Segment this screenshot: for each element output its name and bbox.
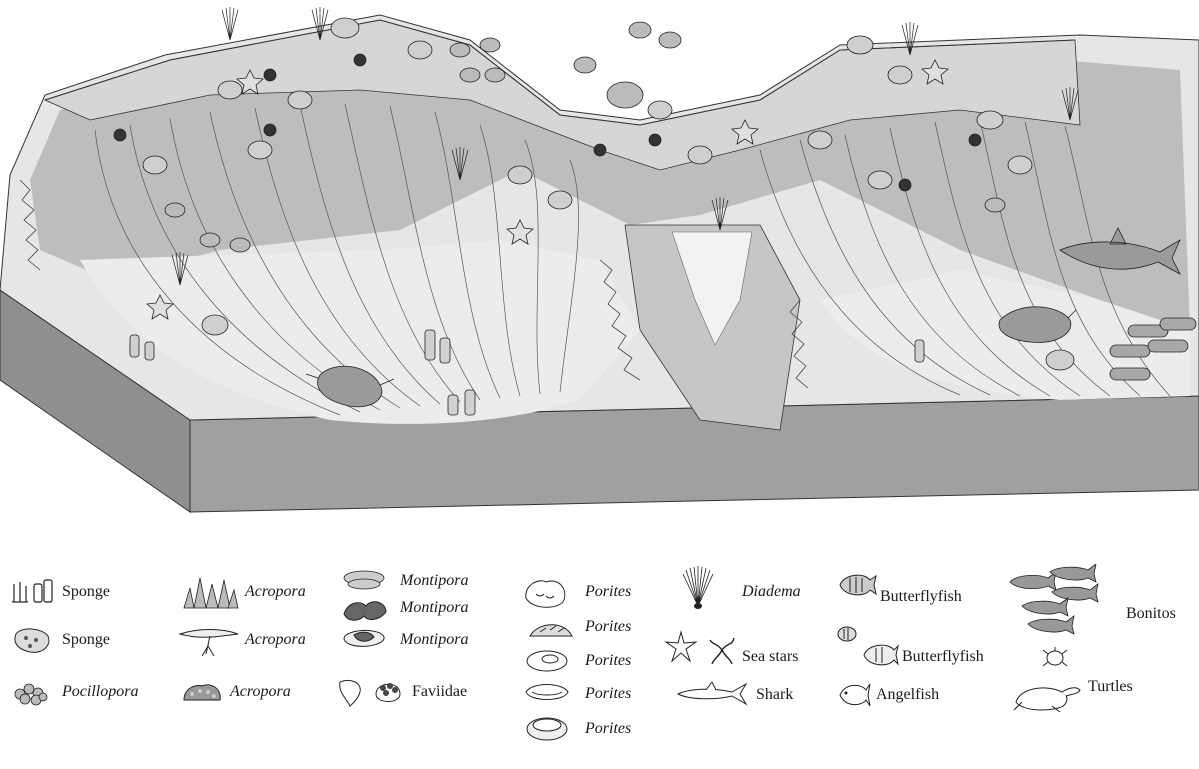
diadema-icon [680, 566, 716, 610]
porites-plate-icon [524, 648, 570, 674]
porites-massive-icon [522, 576, 568, 612]
butterflyfish-icon-2b [860, 640, 900, 670]
legend-sea-stars: Sea stars [742, 648, 798, 666]
sponge-tube-icon [10, 578, 58, 606]
montipora-encrusting-icon [340, 625, 388, 653]
angelfish-icon [836, 680, 872, 710]
acropora-corymbose-icon [180, 680, 224, 706]
legend-bonitos: Bonitos [1126, 605, 1176, 623]
porites-microatoll-icon [524, 711, 570, 743]
legend-porites-2: Porites [585, 618, 631, 636]
legend-sponge-2: Sponge [62, 631, 110, 649]
legend-sponge-1: Sponge [62, 583, 110, 601]
montipora-plate-icon [340, 568, 388, 592]
pocillopora-icon [12, 680, 50, 706]
acropora-branching-icon [180, 572, 242, 612]
butterflyfish-icon-2a [836, 624, 860, 644]
legend-diadema: Diadema [742, 583, 801, 601]
acropora-tabular-icon [178, 624, 240, 658]
sponge-encrusting-icon [12, 626, 52, 656]
legend-porites-1: Porites [585, 583, 631, 601]
porites-branching-icon [528, 618, 574, 640]
legend-turtles: Turtles [1088, 678, 1133, 696]
turtle-large-icon [1012, 680, 1084, 714]
porites-columnar-icon [524, 680, 570, 706]
legend-pocillopora: Pocillopora [62, 683, 138, 701]
legend-faviidae: Faviidae [412, 683, 467, 701]
legend-acropora-1: Acropora [245, 583, 306, 601]
legend-shark: Shark [756, 686, 793, 704]
legend-porites-5: Porites [585, 720, 631, 738]
reef-block-illustration [0, 0, 1199, 520]
turtle-small-icon [1040, 644, 1070, 670]
montipora-foliose-icon [340, 596, 390, 624]
brittle-star-icon [706, 636, 738, 666]
bonitos-icon [1008, 564, 1108, 636]
legend-butterflyfish-2: Butterflyfish [902, 648, 984, 666]
butterflyfish-icon-1 [836, 570, 878, 600]
species-legend: Sponge Sponge Pocillopora Acropora Acrop… [0, 520, 1199, 769]
legend-porites-3: Porites [585, 652, 631, 670]
shark-icon [676, 682, 750, 706]
faviidae-massive-icon [372, 676, 404, 706]
legend-butterflyfish-1: Butterflyfish [880, 588, 962, 606]
legend-montipora-2: Montipora [400, 599, 468, 617]
legend-acropora-3: Acropora [230, 683, 291, 701]
faviidae-leaf-icon [336, 676, 366, 708]
legend-acropora-2: Acropora [245, 631, 306, 649]
legend-montipora-1: Montipora [400, 572, 468, 590]
legend-porites-4: Porites [585, 685, 631, 703]
legend-montipora-3: Montipora [400, 631, 468, 649]
sea-star-icon [664, 630, 698, 664]
legend-angelfish: Angelfish [876, 686, 939, 704]
